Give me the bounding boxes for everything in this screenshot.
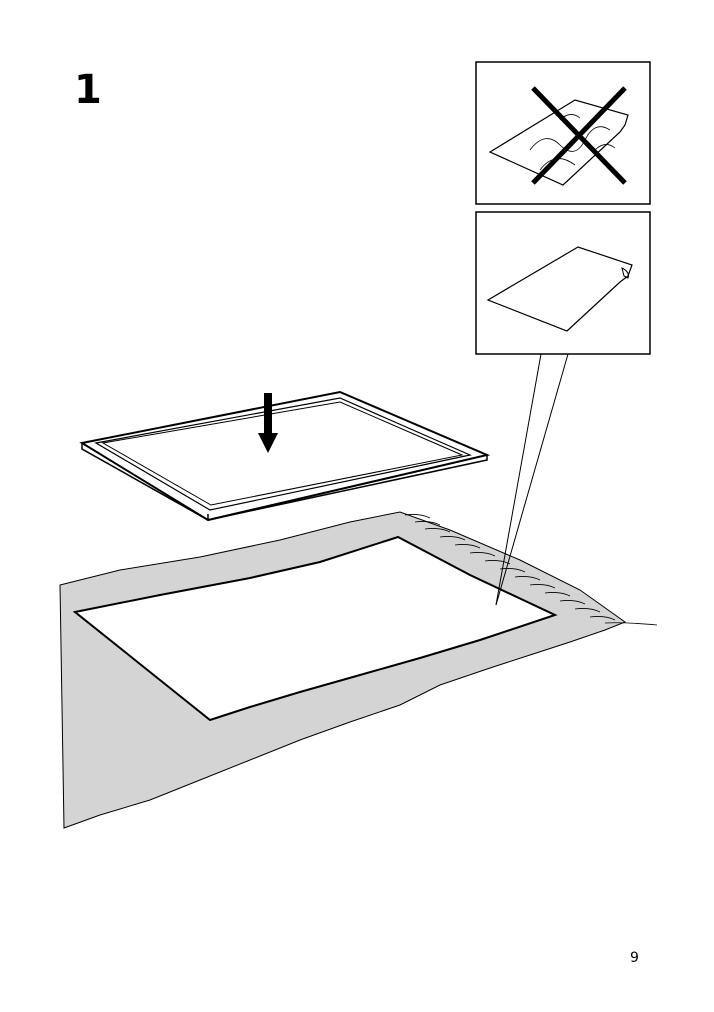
flat-paper-icon: [475, 211, 651, 355]
picture-frame-icon: [79, 390, 491, 522]
crumpled-paper-crossed-icon: [475, 61, 651, 205]
callout-lines: [495, 353, 569, 606]
paper-sheet-icon: [72, 535, 558, 722]
page-number: 9: [630, 950, 639, 966]
step-number: 1: [74, 67, 102, 113]
arrow-down-icon: [258, 393, 278, 453]
